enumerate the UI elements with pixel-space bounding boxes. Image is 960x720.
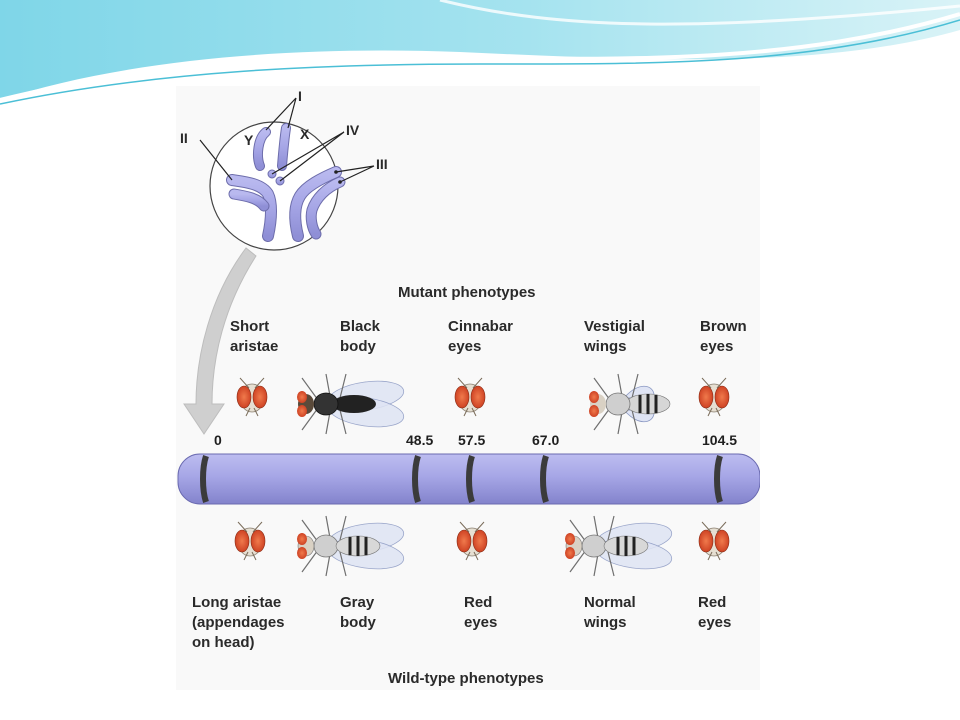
wild-label-red-eyes-2: Red eyes	[698, 594, 732, 631]
fly-head-icon	[236, 377, 268, 417]
chromosome-label-I: I	[298, 88, 302, 104]
fly-head-icon	[698, 377, 730, 417]
vestigial-fly-icon	[589, 373, 671, 435]
mutant-label-body: Black body	[340, 318, 381, 355]
fly-head-icon	[456, 521, 488, 561]
gray-fly-icon	[564, 515, 675, 577]
wild-label-body: Gray body	[340, 594, 376, 631]
wild-label-red-eyes: Red eyes	[464, 594, 498, 631]
black-fly-icon	[297, 373, 405, 435]
map-position-0: 0	[214, 432, 222, 448]
map-position-48-5: 48.5	[406, 432, 434, 448]
wild-type-phenotypes-heading: Wild-type phenotypes	[388, 670, 544, 687]
fly-head-icon	[234, 521, 266, 561]
gray-fly-icon	[296, 515, 407, 577]
map-position-67-0: 67.0	[532, 432, 560, 448]
chromosome-label-II: II	[180, 130, 188, 146]
mutant-label-vestigial: Vestigial wings	[584, 318, 645, 355]
curved-arrow-icon	[183, 247, 257, 435]
fly-head-icon	[698, 521, 730, 561]
chromosome-map-bar	[177, 453, 760, 505]
chromosome-label-Y: Y	[244, 132, 254, 148]
map-position-104-5: 104.5	[702, 432, 738, 448]
mutant-label-aristae: Short aristae	[230, 318, 279, 355]
mutant-label-cinnabar: Cinnabar eyes	[448, 318, 514, 355]
chromosome-label-X: X	[300, 126, 310, 142]
header-waves-decoration	[0, 0, 960, 105]
mutant-phenotypes-heading: Mutant phenotypes	[398, 284, 536, 301]
wild-label-aristae: Long aristae (appendages on head)	[192, 594, 285, 651]
wild-label-wings: Normal wings	[584, 594, 636, 631]
diagram-canvas	[177, 97, 760, 577]
chromosome-label-IV: IV	[346, 122, 360, 138]
map-position-57-5: 57.5	[458, 432, 486, 448]
fly-head-icon	[454, 377, 486, 417]
mutant-label-brown: Brown eyes	[700, 318, 747, 355]
figure-panel: I II III IV X Y Mutant phenotypes Wild-t…	[176, 86, 760, 690]
karyotype-circle	[199, 97, 375, 251]
chromosome-label-III: III	[376, 156, 388, 172]
